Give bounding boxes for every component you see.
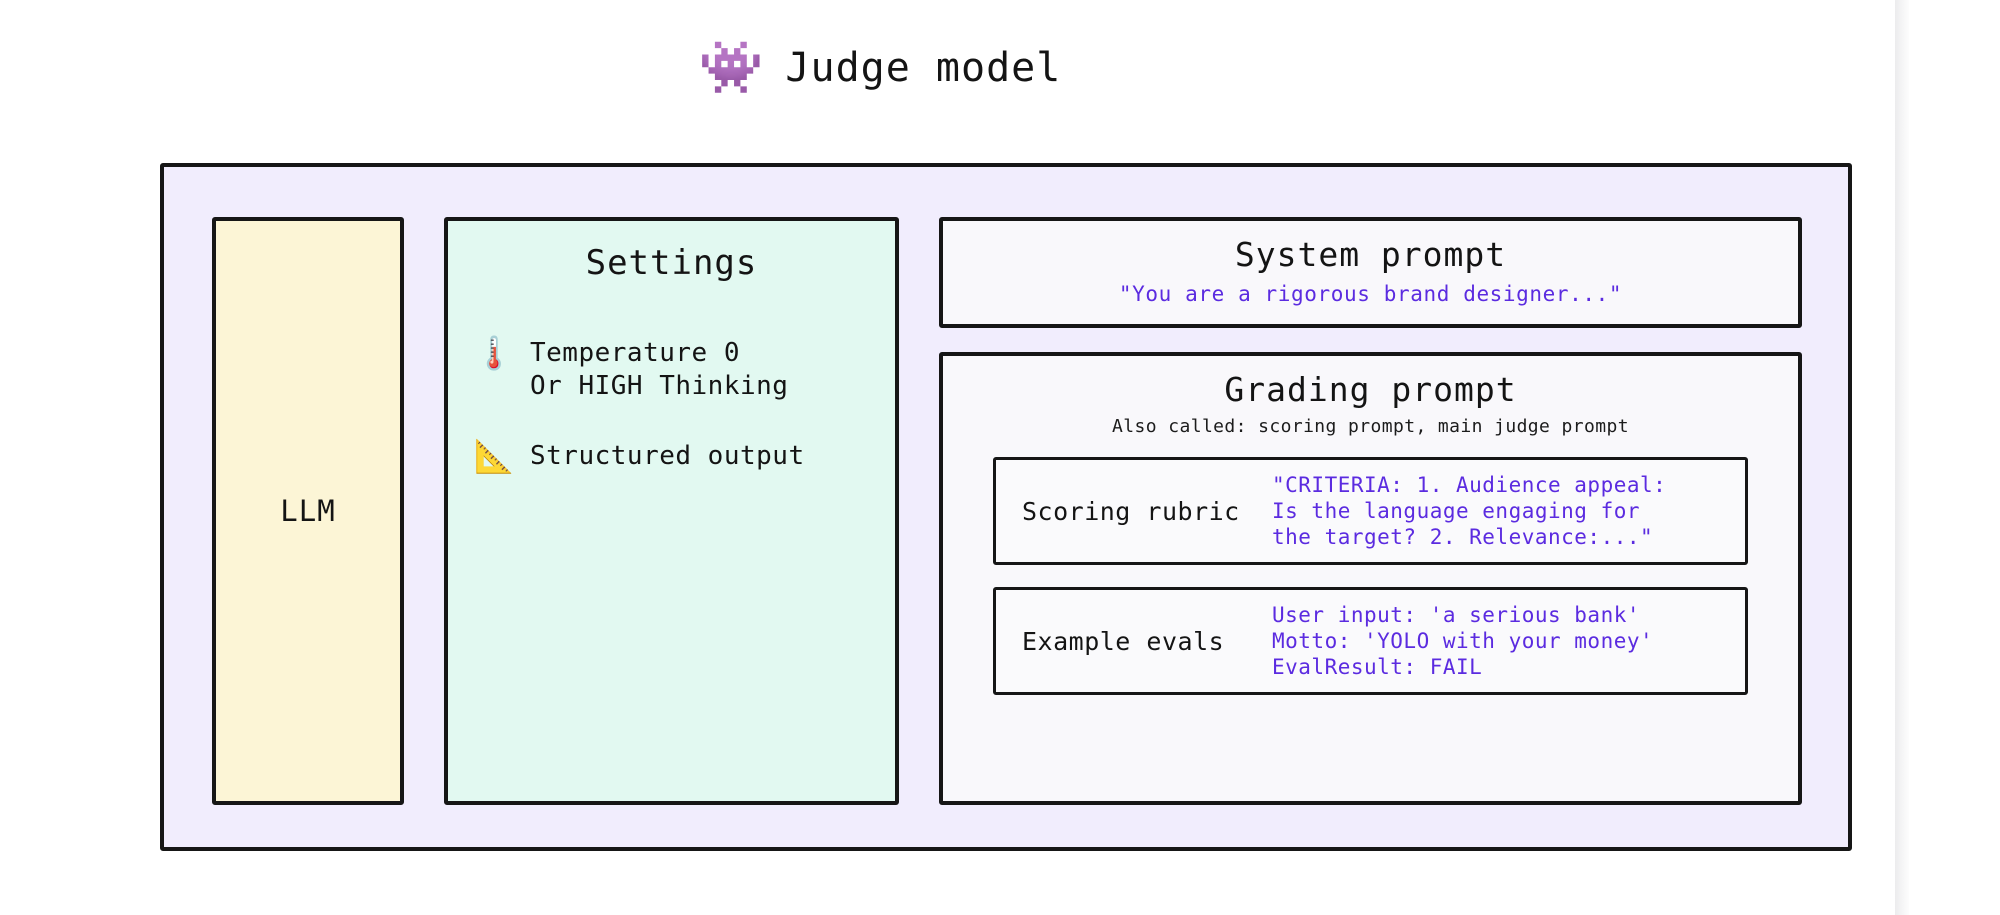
thermometer-icon: 🌡️: [474, 334, 514, 372]
judge-model-container: LLM Settings 🌡️ Temperature 0 Or HIGH Th…: [160, 163, 1852, 851]
system-prompt-title: System prompt: [1234, 235, 1507, 274]
scrollbar-edge[interactable]: [1895, 0, 1909, 915]
grading-prompt-title: Grading prompt: [1224, 370, 1517, 409]
setting-structured-output-line1: Structured output: [530, 441, 805, 471]
scoring-rubric-line3: the target? 2. Relevance:...": [1272, 525, 1654, 550]
setting-structured-output-text: Structured output: [530, 438, 805, 473]
setting-temperature-line2: Or HIGH Thinking: [530, 370, 789, 401]
diagram-canvas: 👾 Judge model LLM Settings 🌡️ Temperatur…: [0, 42, 1852, 851]
scoring-rubric-value: "CRITERIA: 1. Audience appeal: Is the la…: [1272, 472, 1729, 550]
prompts-column: System prompt "You are a rigorous brand …: [939, 217, 1802, 805]
page-title: Judge model: [785, 45, 1062, 91]
example-evals-label: Example evals: [1022, 626, 1225, 656]
setting-item-temperature[interactable]: 🌡️ Temperature 0 Or HIGH Thinking: [448, 335, 895, 402]
setting-temperature-line1: Temperature 0: [530, 338, 740, 368]
scoring-rubric-line2: Is the language engaging for: [1272, 499, 1641, 524]
example-evals-line2: Motto: 'YOLO with your money': [1272, 629, 1654, 654]
grading-prompt-panel: Grading prompt Also called: scoring prom…: [939, 352, 1802, 805]
example-evals-box[interactable]: Example evals User input: 'a serious ban…: [993, 587, 1748, 696]
example-evals-line3: EvalResult: FAIL: [1272, 655, 1483, 680]
triangular-ruler-icon: 📐: [474, 437, 514, 475]
example-evals-value: User input: 'a serious bank' Motto: 'YOL…: [1272, 602, 1729, 680]
scoring-rubric-box[interactable]: Scoring rubric "CRITERIA: 1. Audience ap…: [993, 457, 1748, 566]
llm-label: LLM: [280, 494, 336, 528]
system-prompt-panel[interactable]: System prompt "You are a rigorous brand …: [939, 217, 1802, 328]
setting-item-structured-output[interactable]: 📐 Structured output: [448, 438, 895, 475]
alien-monster-icon: 👾: [698, 38, 764, 98]
settings-panel: Settings 🌡️ Temperature 0 Or HIGH Thinki…: [444, 217, 899, 805]
llm-box[interactable]: LLM: [212, 217, 404, 805]
page-scrollbar-area[interactable]: [1895, 0, 2000, 915]
judge-model-columns: LLM Settings 🌡️ Temperature 0 Or HIGH Th…: [212, 217, 1802, 805]
grading-prompt-subtitle: Also called: scoring prompt, main judge …: [1112, 416, 1629, 437]
system-prompt-body: "You are a rigorous brand designer...": [1118, 282, 1623, 306]
settings-title: Settings: [585, 243, 758, 283]
example-evals-line1: User input: 'a serious bank': [1272, 603, 1641, 628]
diagram-title-row: 👾 Judge model: [0, 42, 1760, 94]
scoring-rubric-line1: "CRITERIA: 1. Audience appeal:: [1272, 473, 1667, 497]
setting-temperature-text: Temperature 0 Or HIGH Thinking: [530, 335, 788, 402]
scoring-rubric-label: Scoring rubric: [1022, 496, 1240, 526]
